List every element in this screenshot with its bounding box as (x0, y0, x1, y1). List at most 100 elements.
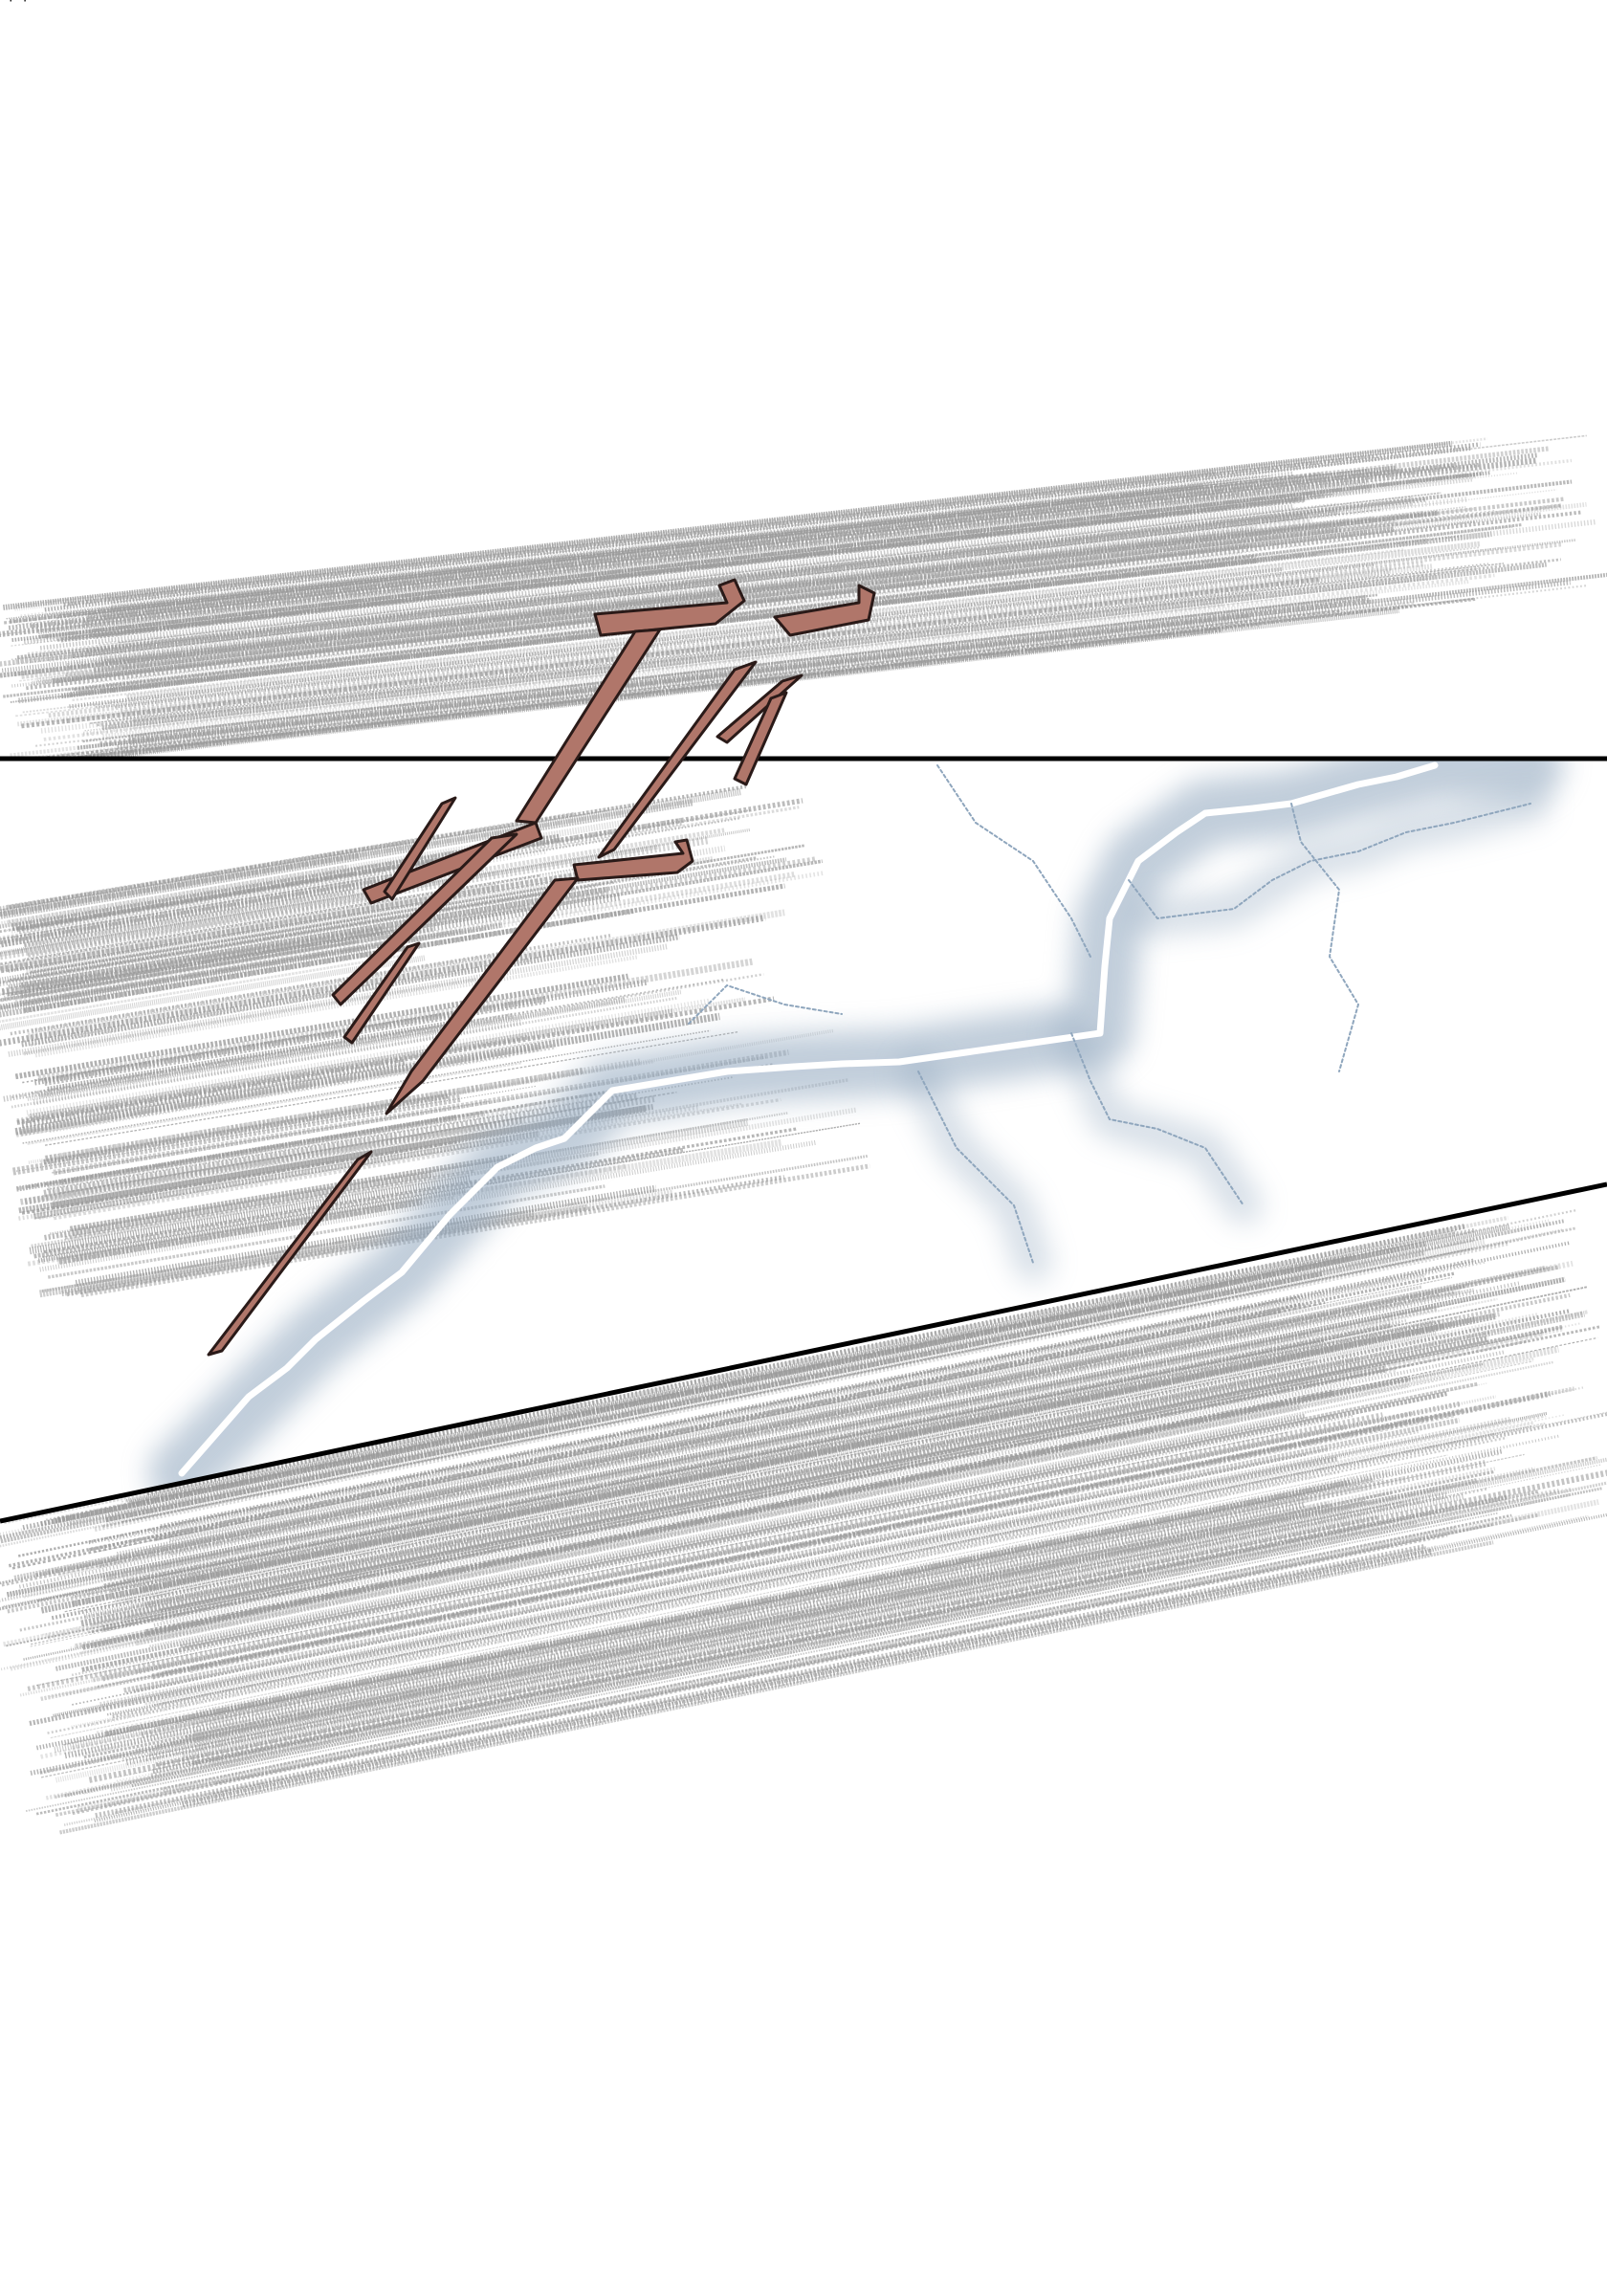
panel-speedline (40, 1122, 499, 1201)
top-speedline (115, 563, 1376, 709)
bottom-speedline (6, 1276, 1566, 1598)
top-speedline (59, 601, 1416, 759)
panel-speedline (2, 866, 643, 972)
panel-speedline (43, 1093, 639, 1198)
panel-speedline (49, 1055, 513, 1134)
top-speedline (62, 563, 1433, 724)
panel-speedline (0, 914, 766, 1048)
bottom-speedline (87, 1339, 1529, 1634)
top-speedline (112, 434, 1587, 604)
panel-speedline (0, 811, 732, 935)
bottom-speedline (99, 1416, 1510, 1707)
panel-speedline (47, 1016, 474, 1092)
bottom-speedline (72, 1534, 1448, 1816)
bottom-speedline (31, 1363, 1413, 1645)
bottom-speedline (114, 1545, 1428, 1814)
bottom-speedline (160, 1368, 1397, 1623)
bottom-speedline (47, 1436, 1508, 1734)
bottom-speedline (13, 1265, 1546, 1579)
bottom-speedline (64, 1520, 1418, 1798)
bottom-speedline (212, 1561, 1356, 1795)
bottom-speedline (54, 1493, 1306, 1754)
top-speedline (20, 475, 1260, 618)
panel-speedline (16, 1085, 538, 1172)
bottom-speedline (94, 1276, 1453, 1554)
bottom-speedline (135, 1402, 1303, 1646)
top-speedline (94, 526, 1341, 673)
top-speedline (99, 502, 1339, 646)
bottom-speedline (215, 1523, 1493, 1785)
bottom-speedline (194, 1467, 1536, 1744)
bottom-speedline (0, 1219, 1566, 1540)
bottom-speedline (126, 1229, 1457, 1503)
panel-speedline (0, 883, 499, 972)
bottom-speedline (105, 1271, 1323, 1523)
panel-speedline (41, 1154, 869, 1293)
bottom-speedline (156, 1360, 1533, 1641)
bottom-speedline (107, 1261, 1486, 1542)
bottom-speedline (0, 1228, 1564, 1548)
bottom-speedline (209, 1528, 1360, 1766)
bottom-speedline (187, 1517, 1402, 1766)
panel-speedline (0, 944, 372, 1015)
panel-speedline (33, 1019, 522, 1106)
top-speedline (112, 510, 1495, 668)
panel-speedline (0, 887, 552, 983)
top-speedline (87, 604, 1407, 758)
bottom-speedline (123, 1417, 1461, 1693)
bottom-speedline (83, 1495, 1551, 1795)
panel-speedline (74, 1196, 455, 1262)
panel-speedline (0, 886, 596, 988)
bottom-speedline (45, 1208, 1577, 1521)
panel-speedline (23, 891, 607, 991)
top-speedline (9, 483, 1203, 624)
bottom-speedline (112, 1412, 1607, 1719)
bottom-speedline (40, 1313, 1496, 1614)
top-speedline (101, 562, 1547, 731)
panel-speedline (53, 1035, 571, 1122)
bottom-speedline (150, 1488, 1559, 1777)
bottom-speedline (146, 1224, 1465, 1496)
top-speedline (21, 519, 1396, 679)
sfx-stroke-9 (572, 838, 694, 882)
panel-speedline (44, 1031, 738, 1146)
bottom-speedline (55, 1512, 1362, 1783)
panel-speedline (44, 1171, 432, 1241)
panel-speedline (20, 893, 621, 999)
top-speedline (27, 609, 1332, 760)
panel-speedline (38, 997, 626, 1098)
panel-border-bottom (0, 1181, 1607, 1524)
panel-speedline (40, 1059, 655, 1164)
panel-speedline (75, 1184, 657, 1287)
panel-speedline (43, 1093, 450, 1165)
top-speedline (130, 613, 1250, 745)
sfx-stroke-1 (593, 578, 746, 637)
top-speedline (26, 510, 1583, 691)
top-speedline (16, 443, 1446, 607)
sfx-stroke-10 (385, 876, 580, 1115)
bottom-speedline (40, 1386, 1575, 1702)
bottom-speedline (110, 1492, 1571, 1792)
panel-speedline (47, 1184, 605, 1279)
bottom-speedline (23, 1297, 1498, 1599)
bottom-speedline (80, 1357, 1535, 1655)
bottom-speedline (23, 1362, 1484, 1661)
top-speedline (1, 526, 1255, 673)
top-speedline (86, 497, 1428, 653)
bottom-speedline (144, 1422, 1533, 1706)
panel-speedline (12, 849, 547, 941)
panel-speedline (0, 872, 416, 951)
sfx-stroke-8 (733, 691, 788, 786)
bottom-speedline (159, 1415, 1428, 1677)
bottom-speedline (64, 1358, 1310, 1613)
bottom-speedline (102, 1226, 1577, 1528)
panel-speedline (14, 1012, 720, 1136)
top-speedline (118, 492, 1442, 644)
top-speedline (87, 465, 1397, 619)
bottom-speedline (6, 1378, 1323, 1647)
top-speedline (82, 603, 1223, 736)
bottom-speedline (83, 1469, 1341, 1728)
bottom-speedline (194, 1497, 1420, 1751)
bottom-speedline (156, 1499, 1366, 1748)
